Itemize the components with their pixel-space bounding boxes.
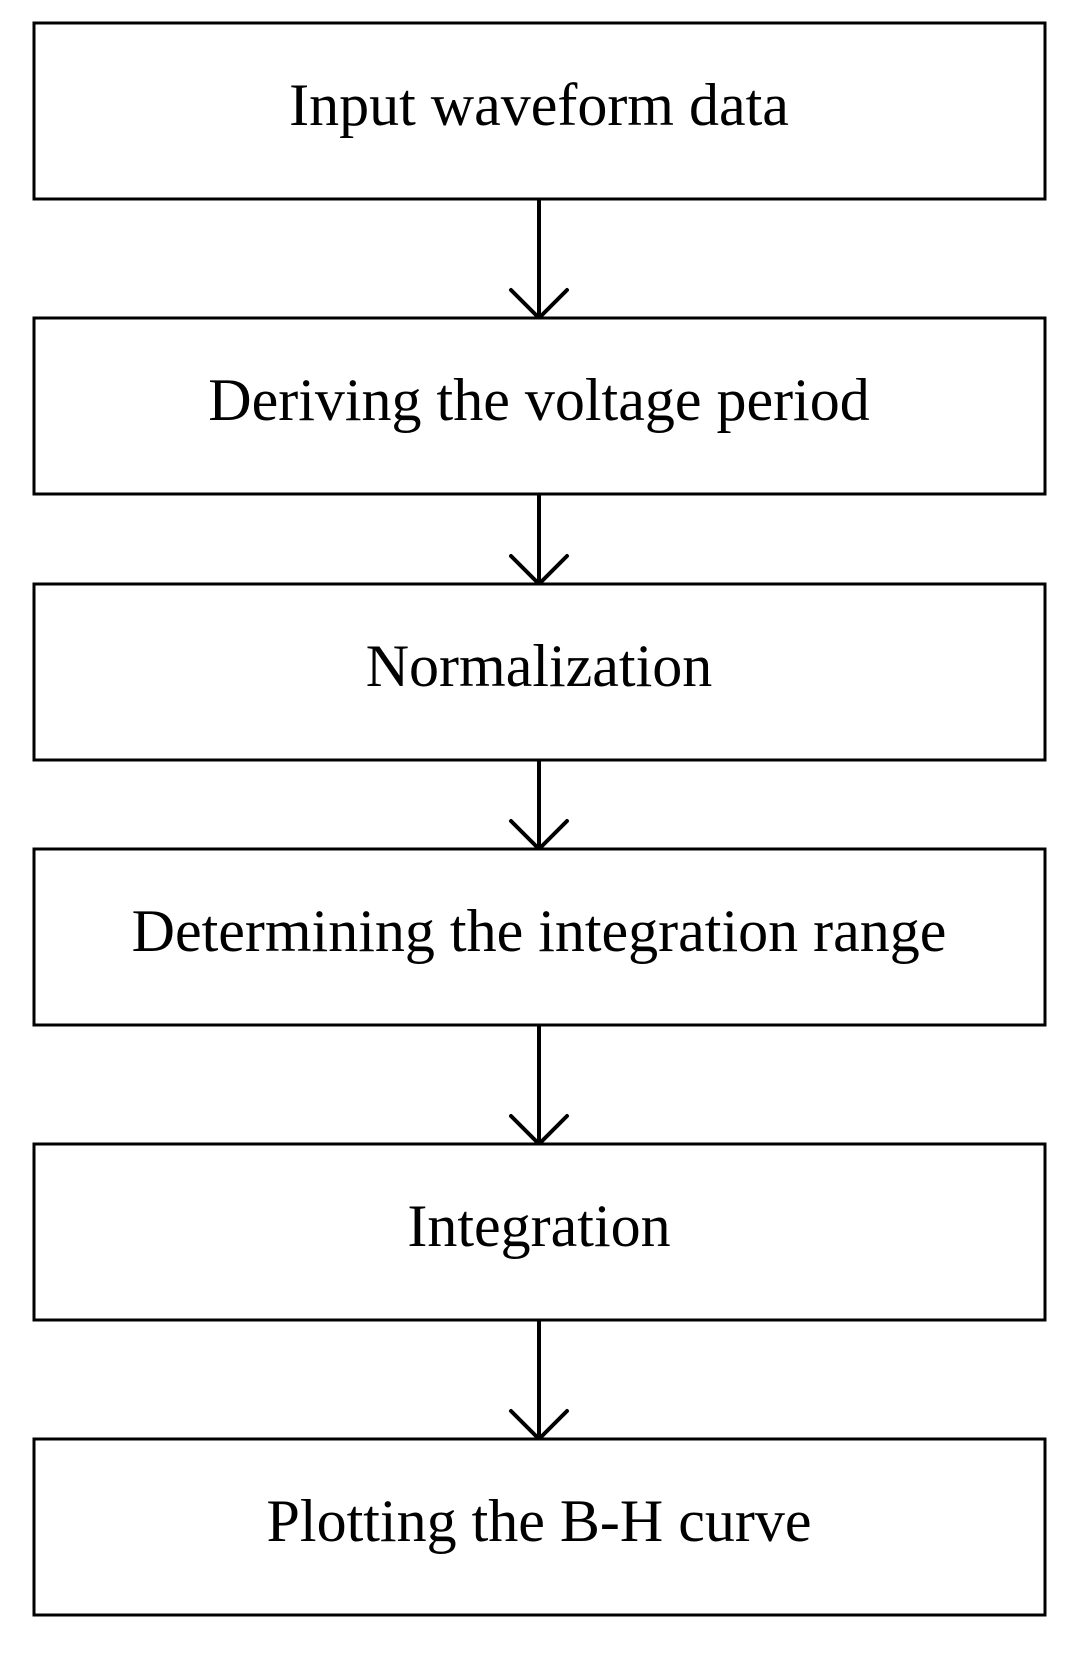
step-determining-integration-range: Determining the integration range (32, 847, 1047, 1027)
step-label: Input waveform data (289, 72, 789, 138)
step-normalization: Normalization (32, 582, 1047, 762)
step-box (32, 21, 1047, 201)
step-label: Deriving the voltage period (208, 367, 869, 433)
step-integration: Integration (32, 1142, 1047, 1322)
step-deriving-voltage-period: Deriving the voltage period (32, 316, 1047, 496)
step-box (32, 1437, 1047, 1617)
arrow-2 (509, 494, 569, 586)
step-label: Determining the integration range (132, 898, 947, 964)
step-plotting-bh-curve: Plotting the B-H curve (32, 1437, 1047, 1617)
step-input-waveform-data: Input waveform data (32, 21, 1047, 201)
arrow-5 (509, 1320, 569, 1441)
arrow-1 (509, 199, 569, 320)
step-box (32, 316, 1047, 496)
step-box (32, 847, 1047, 1027)
step-box (32, 1142, 1047, 1322)
step-label: Plotting the B-H curve (267, 1488, 812, 1554)
step-label: Normalization (366, 633, 713, 699)
step-box (32, 582, 1047, 762)
step-label: Integration (407, 1193, 670, 1259)
arrow-3 (509, 760, 569, 851)
arrow-4 (509, 1025, 569, 1146)
